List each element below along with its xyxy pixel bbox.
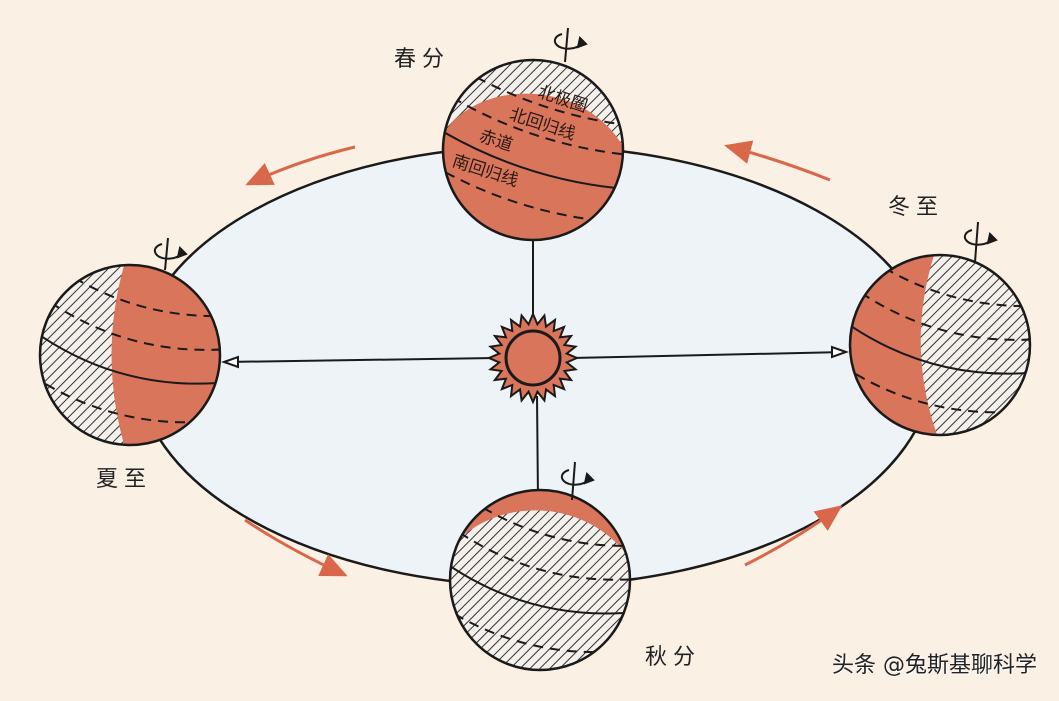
rotation-arrow-icon (560, 461, 595, 501)
rotation-arrow-icon (153, 237, 188, 271)
sun-icon (486, 311, 580, 405)
globe-spring-equinox: 北极圈 北回归线 赤道 南回归线 (430, 27, 639, 242)
label-spring-equinox: 春分 (394, 47, 450, 72)
watermark: 头条 @兔斯基聊科学 (832, 653, 1037, 678)
orbit-arrow-top-right (724, 140, 831, 182)
orbit-arrow-top-left (245, 145, 356, 186)
rotation-arrow-icon (963, 221, 998, 263)
globe-autumn-equinox (439, 461, 643, 672)
label-summer-solstice: 夏至 (96, 467, 152, 492)
sun-rays-lines (221, 193, 849, 501)
globe-summer-solstice (30, 237, 234, 447)
globe-winter-solstice (840, 221, 1044, 437)
label-autumn-equinox: 秋分 (645, 645, 701, 670)
orbit-arrow-bottom-right (744, 505, 843, 567)
orbit-arrow-bottom-left (244, 518, 348, 577)
label-winter-solstice: 冬至 (888, 195, 944, 220)
rotation-arrow-icon (553, 27, 588, 63)
orbit-direction-arrows (244, 140, 843, 577)
sun-disc (504, 329, 562, 387)
